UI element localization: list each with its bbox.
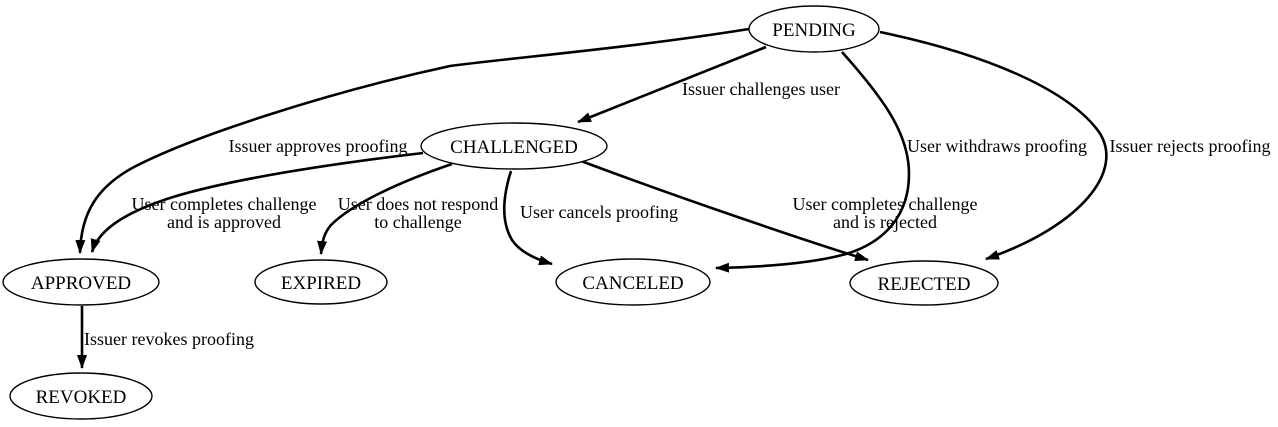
state-node-pending-ellipse bbox=[748, 5, 880, 53]
state-node-approved-ellipse bbox=[2, 258, 160, 306]
edge-challenged-rejected-label-line2: and is rejected bbox=[833, 212, 937, 232]
edge-challenged-canceled-arrow bbox=[503, 170, 553, 266]
edge-pending-challenged-label: Issuer challenges user bbox=[682, 79, 840, 99]
edge-approved-revoked-label: Issuer revokes proofing bbox=[84, 329, 254, 349]
state-node-revoked: REVOKED bbox=[9, 372, 153, 420]
edge-pending-canceled-label: User withdraws proofing bbox=[907, 136, 1087, 156]
state-node-expired-label: EXPIRED bbox=[281, 273, 361, 294]
edge-challenged-expired-label-line2: to challenge bbox=[374, 212, 461, 232]
state-node-pending-label: PENDING bbox=[772, 20, 856, 41]
state-node-canceled-ellipse bbox=[555, 258, 711, 306]
edges bbox=[75, 27, 1108, 369]
state-node-approved-label: APPROVED bbox=[31, 273, 131, 294]
edge-pending-rejected-arrow bbox=[879, 30, 1108, 261]
state-nodes: PENDING CHALLENGED APPROVED EXPIRED CANC… bbox=[2, 5, 999, 420]
state-node-canceled-label: CANCELED bbox=[582, 273, 683, 294]
edge-pending-approved-arrow bbox=[75, 27, 750, 254]
state-node-revoked-label: REVOKED bbox=[36, 387, 127, 408]
edge-challenged-canceled-label: User cancels proofing bbox=[520, 202, 678, 222]
state-node-canceled: CANCELED bbox=[555, 258, 711, 306]
edge-challenged-expired-label-line1: User does not respond bbox=[338, 194, 498, 214]
edge-challenged-rejected-arrow bbox=[580, 159, 869, 262]
edge-challenged-rejected-label-line1: User completes challenge bbox=[793, 194, 978, 214]
state-node-challenged-ellipse bbox=[420, 122, 608, 170]
state-node-rejected-ellipse bbox=[849, 260, 999, 306]
edge-pending-canceled-arrow bbox=[715, 51, 911, 273]
state-node-challenged-label: CHALLENGED bbox=[450, 137, 578, 158]
state-node-expired: EXPIRED bbox=[254, 259, 388, 305]
edge-challenged-approved-arrow bbox=[90, 151, 424, 253]
state-node-expired-ellipse bbox=[254, 259, 388, 305]
edge-pending-challenged-arrow bbox=[577, 45, 767, 124]
state-node-rejected: REJECTED bbox=[849, 260, 999, 306]
state-node-revoked-ellipse bbox=[9, 372, 153, 420]
edge-labels: Issuer challenges user Issuer approves p… bbox=[84, 79, 1270, 349]
state-node-approved: APPROVED bbox=[2, 258, 160, 306]
state-node-rejected-label: REJECTED bbox=[878, 274, 971, 295]
state-node-challenged: CHALLENGED bbox=[420, 122, 608, 170]
edge-pending-approved-label: Issuer approves proofing bbox=[229, 136, 408, 156]
edge-pending-rejected-label: Issuer rejects proofing bbox=[1110, 136, 1271, 156]
edge-challenged-expired-arrow bbox=[317, 162, 453, 255]
edge-challenged-approved-label-line1: User completes challenge bbox=[132, 194, 317, 214]
state-node-pending: PENDING bbox=[748, 5, 880, 53]
edge-challenged-approved-label-line2: and is approved bbox=[167, 212, 281, 232]
